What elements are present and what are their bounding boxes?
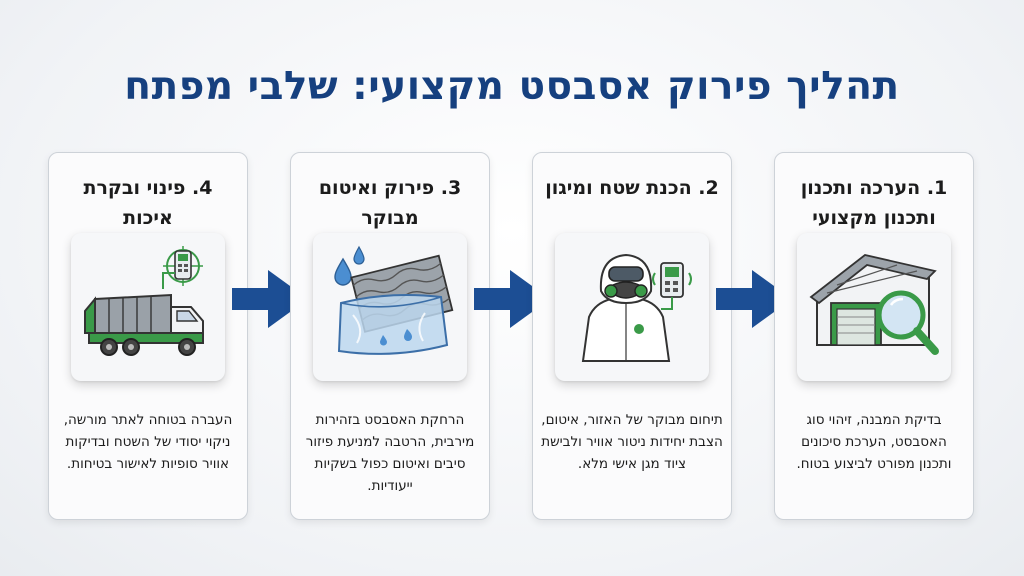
- step-card-2: 2. הכנת שטח ומיגון תיחום מבו: [532, 152, 732, 520]
- step-title: 4. פינוי ובקרת איכות: [83, 177, 213, 229]
- step-description: בדיקת המבנה, זיהוי סוג האסבסט, הערכת סיכ…: [796, 412, 952, 472]
- step-card-4: 4. פינוי ובקרת איכות: [48, 152, 248, 520]
- step-description: העברה בטוחה לאתר מורשה, ניקוי יסודי של ה…: [63, 412, 233, 472]
- wrapped-sheets-icon: [313, 233, 467, 381]
- step-title: 1. הערכה ותכנון ותכנון מקצועי: [800, 177, 948, 229]
- arrow-left-icon: [716, 270, 792, 328]
- hazmat-worker-icon: [555, 233, 709, 381]
- arrow-left-icon: [474, 270, 550, 328]
- step-card-1: 1. הערכה ותכנון ותכנון מקצועי בדיקת המבנ…: [774, 152, 974, 520]
- step-card-3: 3. פירוק ואיטום מבוקר הרחקת האסבסט בזהיר…: [290, 152, 490, 520]
- page-title: תהליך פירוק אסבסט מקצועי: שלבי מפתח: [124, 64, 900, 109]
- arrow-left-icon: [232, 270, 308, 328]
- step-description: תיחום מבוקר של האזור, איטום, הצבת יחידות…: [541, 412, 723, 472]
- step-description: הרחקת האסבסט בזהירות מירבית, הרטבה למניע…: [305, 412, 475, 494]
- waste-truck-icon: [71, 233, 225, 381]
- step-title: 2. הכנת שטח ומיגון: [545, 177, 719, 199]
- step-title: 3. פירוק ואיטום מבוקר: [318, 177, 462, 229]
- building-magnifier-icon: [797, 233, 951, 381]
